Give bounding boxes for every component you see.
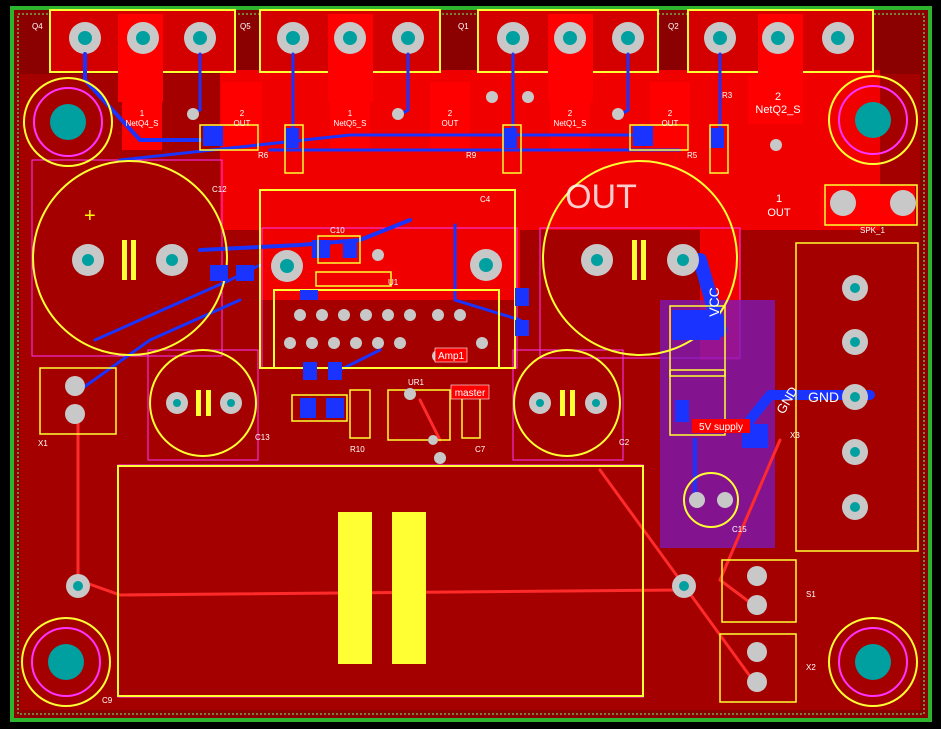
label-x3: X3 xyxy=(790,431,800,440)
label-r3: R3 xyxy=(722,91,733,100)
label-r9: R9 xyxy=(466,151,477,160)
net-vcc: VCC xyxy=(706,287,722,317)
label-c4: C4 xyxy=(480,195,491,204)
label-c9: C9 xyxy=(102,696,113,705)
net-out-c: OUT xyxy=(662,119,679,128)
label-spk: SPK_1 xyxy=(860,226,885,235)
net-q5-pin: 1 xyxy=(348,109,353,118)
label-c12: C12 xyxy=(212,185,227,194)
label-q4: Q4 xyxy=(32,22,43,31)
label-ur1: UR1 xyxy=(408,378,425,387)
capacitor-c12: + xyxy=(32,160,228,356)
net-out-a: OUT xyxy=(234,119,251,128)
label-u1: U1 xyxy=(388,278,399,287)
vias xyxy=(187,91,782,464)
net-q1: NetQ1_S xyxy=(554,119,587,128)
resistor-pads xyxy=(122,76,803,150)
label-r10: R10 xyxy=(350,445,365,454)
net-out-pin-a: 2 xyxy=(240,109,245,118)
label-x2: X2 xyxy=(806,663,816,672)
tag-5v-supply: 5V supply xyxy=(699,422,743,433)
net-out-pin-c: 2 xyxy=(668,109,673,118)
net-tags xyxy=(434,347,750,433)
label-x1: X1 xyxy=(38,439,48,448)
top-traces xyxy=(76,398,782,692)
label-s1: S1 xyxy=(806,590,816,599)
capacitor-out xyxy=(542,160,738,356)
capacitor-c15 xyxy=(683,472,739,528)
chip-area xyxy=(203,126,768,448)
net-spk-out: OUT xyxy=(767,207,791,219)
svg-text:+: + xyxy=(84,205,96,227)
net-q1-pin: 2 xyxy=(568,109,573,118)
tag-amp1: Amp1 xyxy=(438,351,465,362)
net-q2: NetQ2_S xyxy=(755,104,800,116)
net-q4: NetQ4_S xyxy=(126,119,159,128)
tag-master: master xyxy=(455,388,486,399)
label-q1: Q1 xyxy=(458,22,469,31)
label-c10: C10 xyxy=(330,226,345,235)
capacitor-c2 xyxy=(513,349,621,457)
net-out-big: OUT xyxy=(565,178,637,216)
capacitor-c9 xyxy=(66,465,696,697)
label-q5: Q5 xyxy=(240,22,251,31)
label-c15: C15 xyxy=(732,525,747,534)
net-out-b: OUT xyxy=(442,119,459,128)
label-q2: Q2 xyxy=(668,22,679,31)
mounting-holes xyxy=(21,75,918,707)
net-q5: NetQ5_S xyxy=(334,119,367,128)
net-q2-pin: 2 xyxy=(775,91,781,103)
net-gnd: GND xyxy=(808,389,839,405)
net-spk-pin: 1 xyxy=(776,193,782,205)
label-c7: C7 xyxy=(475,445,486,454)
capacitor-c13 xyxy=(149,349,257,457)
label-c2: C2 xyxy=(619,438,630,447)
net-out-pin-b: 2 xyxy=(448,109,453,118)
label-c13: C13 xyxy=(255,433,270,442)
label-r6: R6 xyxy=(258,151,269,160)
net-q4-pin: 1 xyxy=(140,109,145,118)
label-r5: R5 xyxy=(687,151,698,160)
